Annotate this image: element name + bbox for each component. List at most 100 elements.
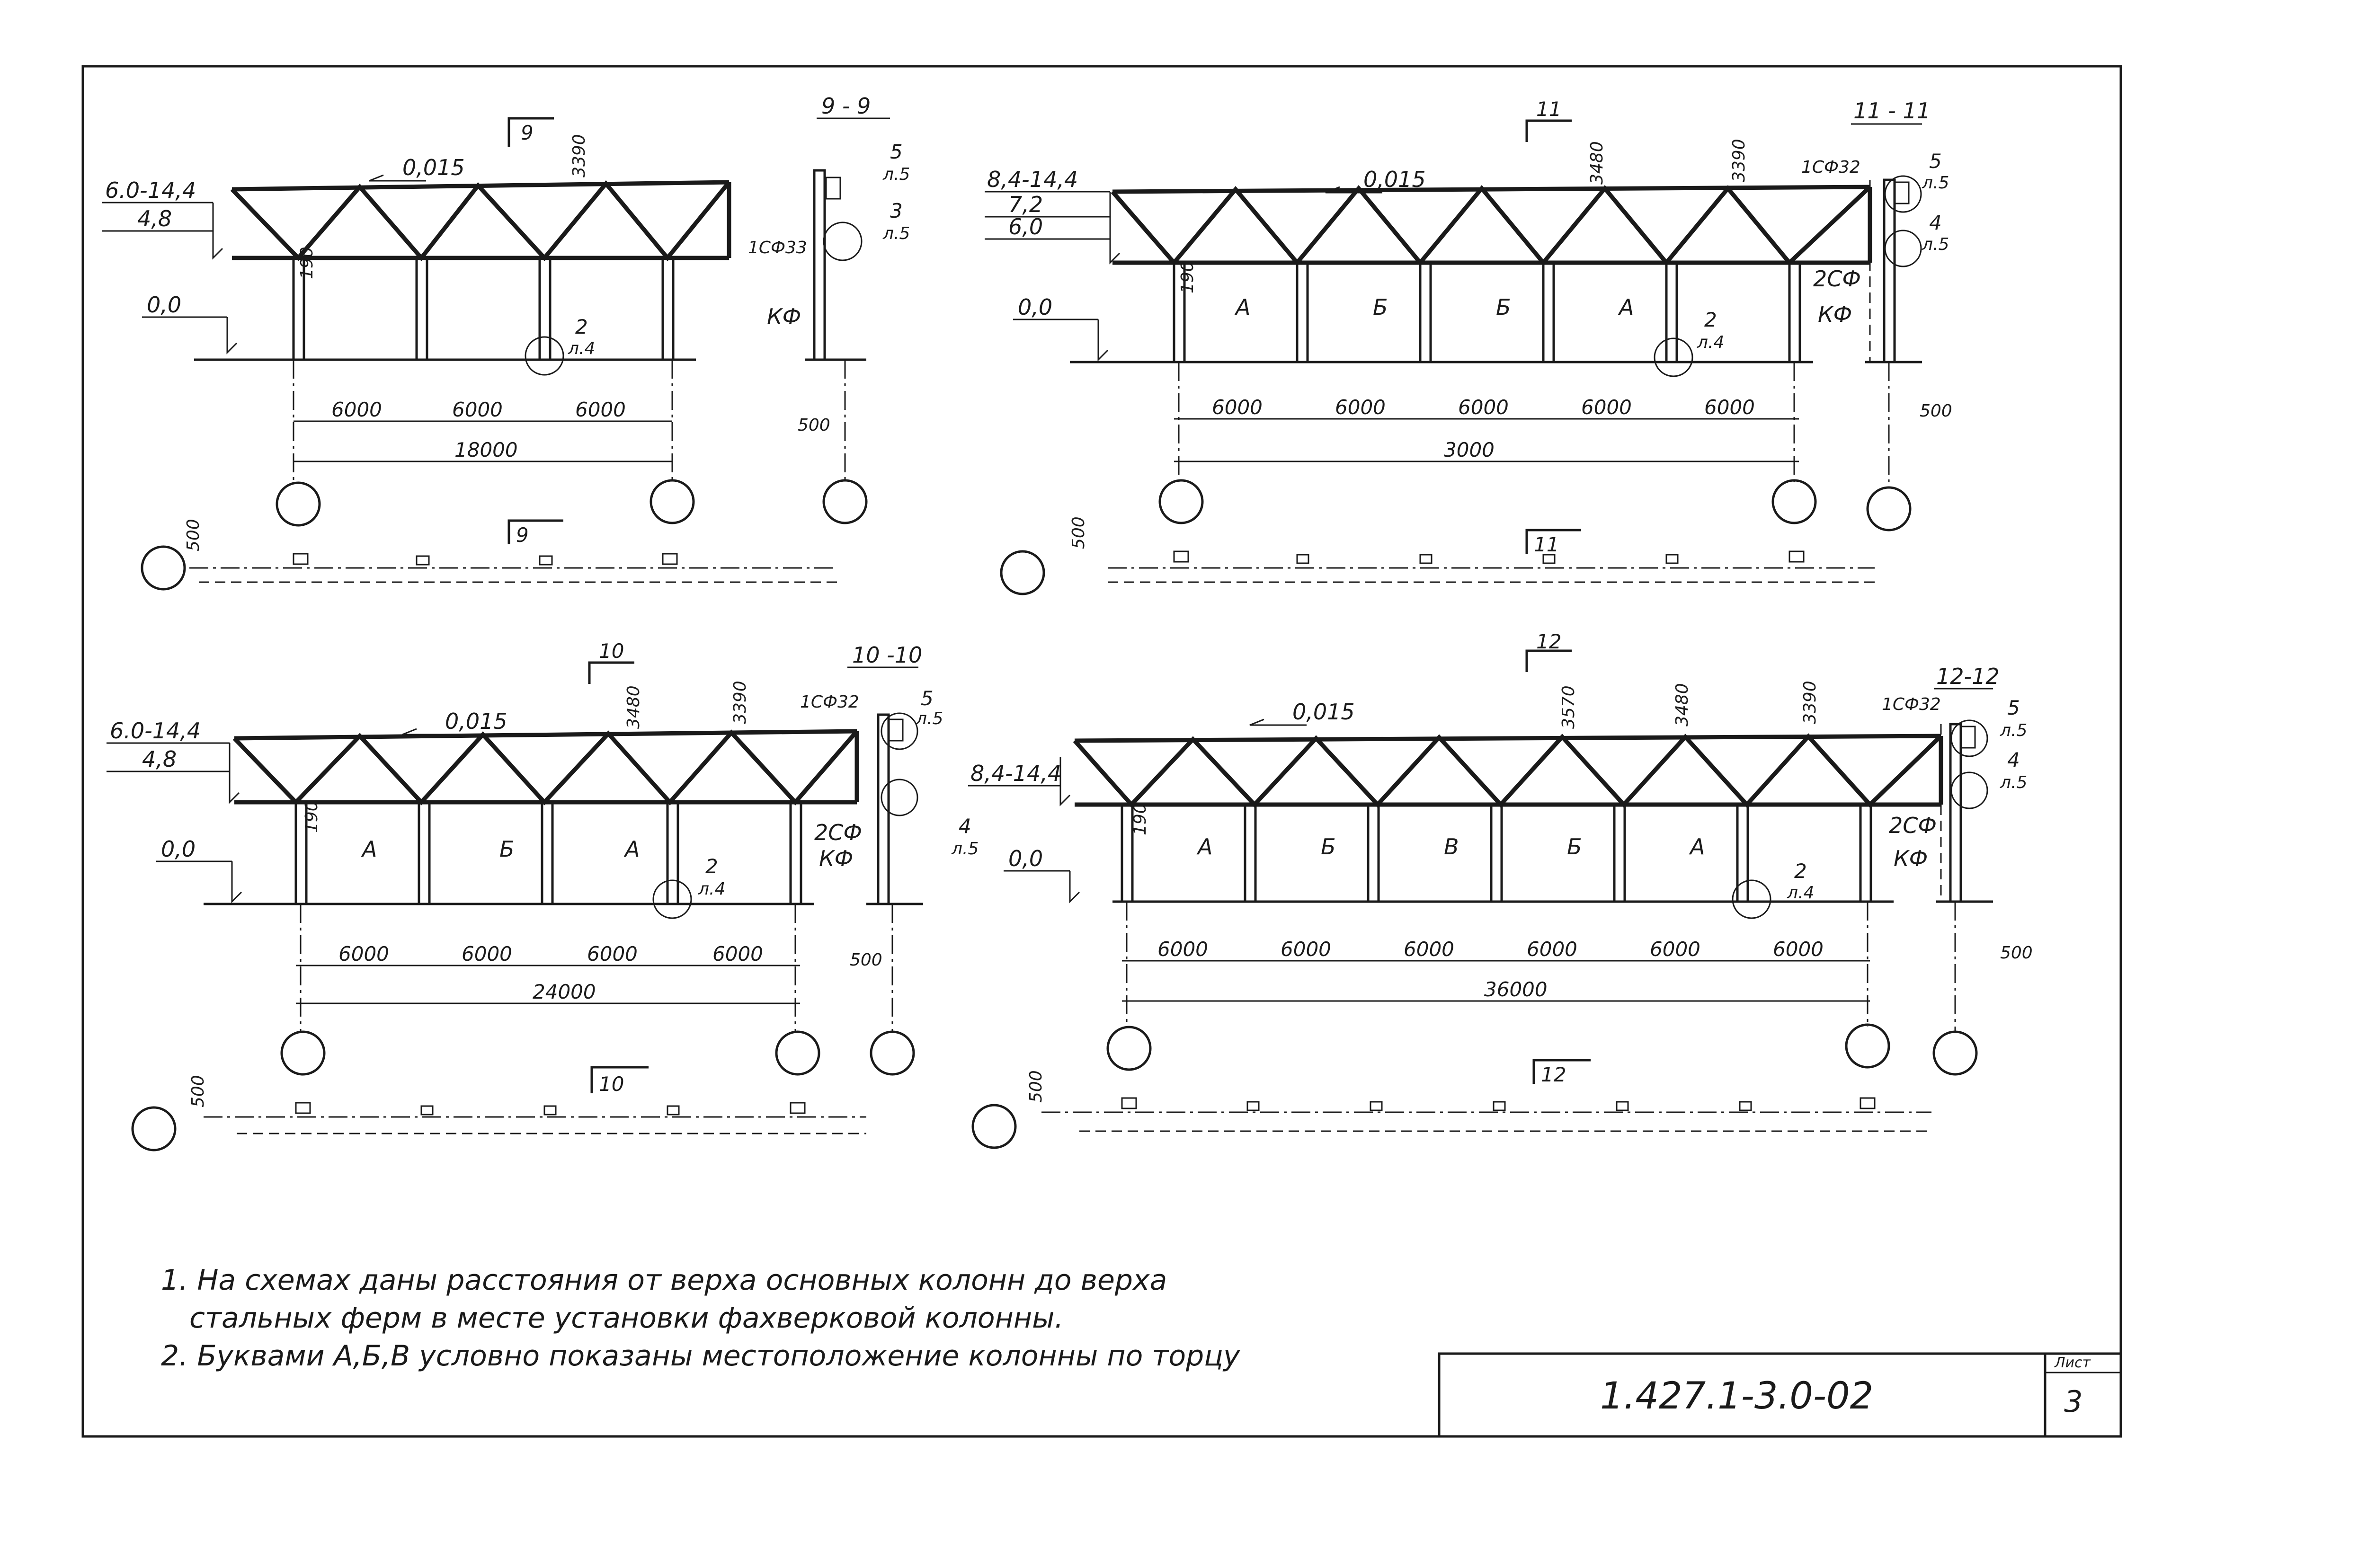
span-dim: 6000 xyxy=(1404,938,1454,961)
sf2-label: 2СФ xyxy=(1889,813,1937,838)
level-eave-label: 4,8 xyxy=(142,746,177,772)
ground-level-label: 0,0 xyxy=(147,292,181,318)
plan-column xyxy=(1493,1101,1506,1111)
plan-column xyxy=(420,1105,434,1116)
section-mark-label: 10 xyxy=(599,639,624,663)
axis-bubble xyxy=(1932,1030,1978,1076)
height-dim: 3570 xyxy=(1559,685,1578,729)
level-arrow xyxy=(1059,757,1071,806)
level-b-label: 6,0 xyxy=(1008,214,1043,239)
plan-column xyxy=(543,1105,557,1116)
plan-column xyxy=(1296,554,1309,564)
detail-number: 2 xyxy=(1794,859,1807,883)
column-offset-dim: 190 xyxy=(297,247,317,279)
span-dim: 6000 xyxy=(1157,938,1208,961)
span-dim: 6000 xyxy=(462,942,512,966)
plan-column xyxy=(416,555,430,566)
section-mark-label: 11 xyxy=(1534,533,1559,556)
column xyxy=(538,257,552,361)
axis-bubble xyxy=(775,1030,820,1076)
detail-number: 2 xyxy=(575,315,588,338)
detail-number: 2 xyxy=(1704,308,1717,331)
column xyxy=(541,801,554,905)
column-letter: Б xyxy=(499,836,515,862)
plan-column xyxy=(790,1102,806,1114)
detail-callout-circle xyxy=(1732,879,1771,919)
level-arrow xyxy=(212,203,223,260)
height-dim: 3390 xyxy=(570,134,589,177)
ground-arrow xyxy=(231,861,242,904)
column-letter: Б xyxy=(1373,294,1388,320)
column xyxy=(1419,261,1432,363)
section-mark-label: 12 xyxy=(1536,630,1561,653)
height-dim: 3390 xyxy=(1729,139,1749,182)
column xyxy=(1613,803,1626,903)
offset-dim: 500 xyxy=(1069,516,1088,549)
axis-bubble xyxy=(276,481,321,527)
detail-sheet-ref: л.4 xyxy=(698,879,725,899)
offset-dim: 500 xyxy=(1026,1070,1046,1103)
section-cut-mark xyxy=(507,117,554,147)
plan-column xyxy=(667,1105,680,1116)
ground-level-label: 0,0 xyxy=(1008,846,1043,871)
roof-slope-label: 0,015 xyxy=(445,709,507,734)
truss-diagonals xyxy=(1111,185,1872,266)
level-range-label: 8,4-14,4 xyxy=(970,761,1061,786)
overall-dim: 18000 xyxy=(454,438,518,461)
detail-sheet-ref: л.5 xyxy=(2000,773,2027,792)
span-dim: 6000 xyxy=(338,942,389,966)
roof-slope-label: 0,015 xyxy=(402,155,465,180)
column-letter: А xyxy=(1196,834,1212,859)
column-letter: А xyxy=(1234,294,1250,320)
plan-column xyxy=(1419,554,1433,564)
plan-column xyxy=(1789,550,1805,563)
plan-column xyxy=(293,553,309,565)
column xyxy=(1788,261,1801,363)
brace-node xyxy=(1960,726,1976,749)
column xyxy=(661,257,675,361)
plan-column xyxy=(662,553,678,565)
height-dim: 3480 xyxy=(1673,683,1692,726)
truss-top-chord xyxy=(1112,185,1870,194)
section-mark-label: 11 xyxy=(1536,97,1561,121)
column-letter: Б xyxy=(1567,834,1582,859)
span-dim: 6000 xyxy=(712,942,763,966)
axis-bubble xyxy=(1106,1026,1152,1071)
axis-bubble xyxy=(1000,550,1045,595)
span-dim: 6000 xyxy=(1335,396,1386,419)
detail-sheet-ref: л.5 xyxy=(2000,721,2027,740)
detail-sheet-ref: л.5 xyxy=(1922,235,1949,254)
overall-dim: 3000 xyxy=(1444,438,1495,461)
sheet-frame xyxy=(81,65,2122,1438)
section-cut-mark xyxy=(1532,1059,1591,1084)
detail-sheet-ref: л.4 xyxy=(1697,333,1724,352)
brace-node xyxy=(1894,181,1910,204)
wind-column xyxy=(877,713,890,905)
slope-arrow xyxy=(402,728,459,735)
scheme-11: 8,4-14,4 7,2 6,0 0,0 0,015 3480 3390 190… xyxy=(985,97,1952,595)
detail-sheet-ref: л.4 xyxy=(1787,883,1814,903)
detail-sheet-ref: л.5 xyxy=(951,839,979,859)
kf-label: КФ xyxy=(819,846,853,871)
height-dim: 3390 xyxy=(1800,681,1820,724)
plan-column xyxy=(1739,1101,1752,1111)
offset-dim: 500 xyxy=(184,519,203,551)
axis-bubble xyxy=(1866,486,1912,532)
axis-bubble xyxy=(1158,479,1204,524)
title-block xyxy=(1438,1352,2122,1438)
section-cut-mark xyxy=(1525,649,1572,672)
detail-callout-circle xyxy=(1884,230,1922,267)
level-eave-label: 4,8 xyxy=(137,206,172,231)
slope-arrow xyxy=(1325,186,1382,194)
axis-bubble xyxy=(141,545,186,591)
detail-number: 5 xyxy=(1929,150,1942,173)
axis-bubble xyxy=(822,479,868,524)
column-letter: А xyxy=(1689,834,1705,859)
section-mark-label: 9 xyxy=(521,121,534,144)
wind-column xyxy=(813,169,826,361)
scheme-12: 8,4-14,4 0,0 0,015 3570 3480 3390 190 А … xyxy=(968,630,2033,1149)
column-offset-dim: 190 xyxy=(302,800,321,833)
level-arrow xyxy=(229,743,240,804)
section-title: 10 -10 xyxy=(852,642,922,668)
